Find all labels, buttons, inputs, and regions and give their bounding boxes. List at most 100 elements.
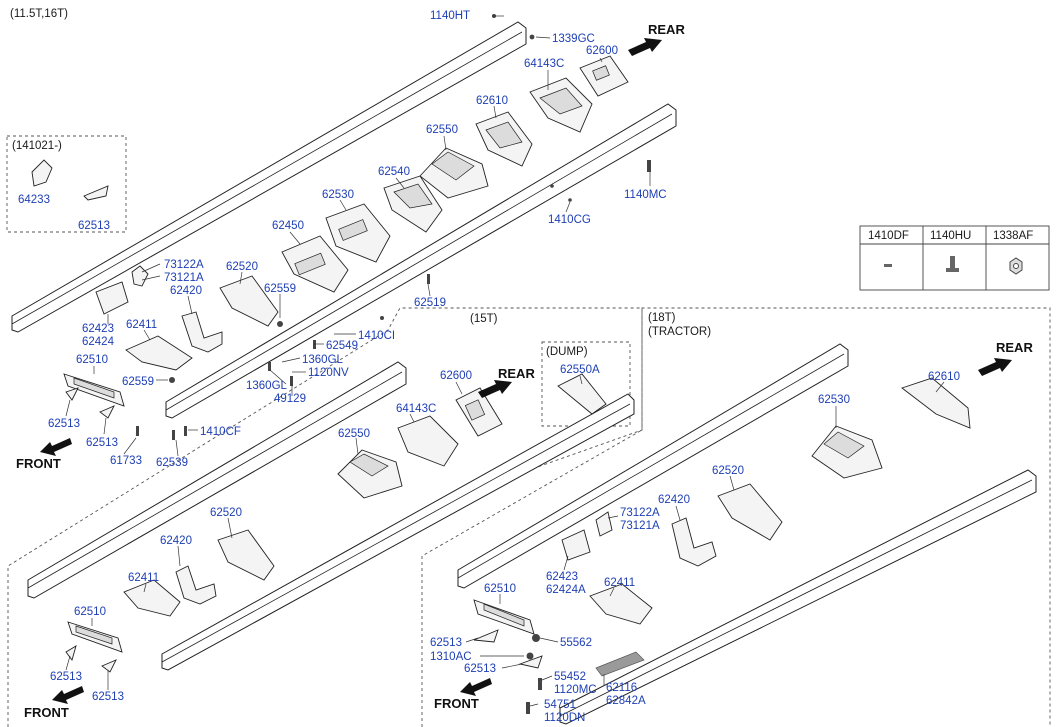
part-label[interactable]: 73122A bbox=[164, 259, 204, 271]
part-label[interactable]: 62520 bbox=[210, 507, 242, 519]
part-label[interactable]: 1360GL bbox=[246, 380, 288, 392]
section-title-15t: (15T) bbox=[470, 313, 498, 325]
part-label[interactable]: 62424 bbox=[82, 336, 115, 348]
part-62420-18t bbox=[671, 517, 717, 567]
part-label[interactable]: 62510 bbox=[76, 354, 108, 366]
part-label[interactable]: 62424A bbox=[546, 584, 586, 596]
part-label[interactable]: 62559 bbox=[264, 283, 296, 295]
part-label[interactable]: 62610 bbox=[476, 95, 508, 107]
part-label[interactable]: 1140HT bbox=[430, 10, 470, 22]
part-label[interactable]: 55562 bbox=[560, 637, 592, 649]
part-64143C bbox=[529, 77, 593, 133]
part-label[interactable]: 1410CF bbox=[200, 426, 241, 438]
part-label[interactable]: 62600 bbox=[440, 370, 472, 382]
part-label[interactable]: 62539 bbox=[156, 457, 188, 469]
part-label[interactable]: 73122A bbox=[620, 507, 660, 519]
part-73122A bbox=[131, 265, 149, 287]
part-label[interactable]: 62550 bbox=[338, 428, 370, 440]
part-label[interactable]: 1410CG bbox=[548, 214, 591, 226]
part-label[interactable]: 62510 bbox=[74, 606, 106, 618]
part-label[interactable]: 1339GC bbox=[552, 33, 595, 45]
part-label[interactable]: 1120DN bbox=[544, 712, 585, 724]
part-label[interactable]: 1410CI bbox=[358, 330, 395, 342]
part-label[interactable]: 1310AC bbox=[430, 651, 472, 663]
part-label[interactable]: 62842A bbox=[606, 695, 646, 707]
part-label[interactable]: 62411 bbox=[604, 577, 635, 589]
rear-arrow-icon-15t bbox=[478, 380, 512, 398]
part-label[interactable]: 62510 bbox=[484, 583, 516, 595]
rear-arrow-icon bbox=[628, 38, 662, 56]
part-label[interactable]: 62420 bbox=[160, 535, 192, 547]
legend-header-1: 1410DF bbox=[868, 230, 909, 242]
part-label[interactable]: 61733 bbox=[110, 455, 142, 467]
part-label[interactable]: 62513 bbox=[78, 220, 110, 232]
part-label[interactable]: 62423 bbox=[546, 571, 578, 583]
part-label[interactable]: 62550 bbox=[426, 124, 458, 136]
part-label[interactable]: 62549 bbox=[326, 340, 358, 352]
part-label[interactable]: 1120MC bbox=[554, 684, 597, 696]
part-label[interactable]: 64143C bbox=[524, 58, 564, 70]
front-arrow-icon-15t bbox=[52, 686, 84, 704]
part-label[interactable]: 73121A bbox=[620, 520, 660, 532]
section-title-date: (141021-) bbox=[12, 140, 62, 152]
part-label[interactable]: 55452 bbox=[554, 671, 586, 683]
part-label[interactable]: 62116 bbox=[606, 682, 637, 694]
part-label[interactable]: 64143C bbox=[396, 403, 436, 415]
part-62423 bbox=[95, 281, 129, 315]
part-label[interactable]: 62559 bbox=[122, 376, 154, 388]
fastener-legend bbox=[859, 225, 1050, 291]
part-62610-18t bbox=[901, 377, 971, 429]
part-62513-15t bbox=[65, 645, 117, 673]
part-label[interactable]: 62513 bbox=[50, 671, 82, 683]
part-label[interactable]: 62513 bbox=[86, 437, 118, 449]
part-62520-15t bbox=[217, 529, 275, 581]
part-label[interactable]: 62540 bbox=[378, 166, 410, 178]
rear-arrow-icon-18t bbox=[978, 358, 1012, 376]
part-label[interactable]: 62610 bbox=[928, 371, 960, 383]
part-label[interactable]: 62513 bbox=[430, 637, 462, 649]
part-label[interactable]: 1140MC bbox=[624, 189, 667, 201]
part-label[interactable]: 49129 bbox=[274, 393, 306, 405]
part-label[interactable]: 62513 bbox=[464, 663, 496, 675]
rail-15t-upper bbox=[27, 361, 407, 599]
part-label[interactable]: 62520 bbox=[226, 261, 258, 273]
section-title-tractor: (TRACTOR) bbox=[648, 326, 711, 338]
part-62513-box bbox=[83, 185, 109, 201]
part-62520-18t bbox=[717, 483, 783, 541]
part-label[interactable]: 54751 bbox=[544, 699, 576, 711]
rear-label: REAR bbox=[648, 22, 685, 37]
rail-18t-upper bbox=[457, 343, 849, 589]
part-73122A-18t bbox=[595, 511, 613, 537]
flange-bolt-icon bbox=[946, 256, 959, 272]
part-label[interactable]: 73121A bbox=[164, 272, 204, 284]
part-label[interactable]: 62420 bbox=[170, 285, 202, 297]
part-62530 bbox=[325, 203, 391, 263]
front-arrow-icon-18t bbox=[460, 678, 492, 696]
part-label[interactable]: 62411 bbox=[128, 572, 159, 584]
part-62411-15t bbox=[123, 579, 181, 617]
part-label[interactable]: 1120NV bbox=[308, 367, 349, 379]
part-62420-15t bbox=[175, 565, 217, 605]
rear-label-15t: REAR bbox=[498, 366, 535, 381]
section-title-dump: (DUMP) bbox=[546, 346, 588, 358]
part-label[interactable]: 62530 bbox=[322, 189, 354, 201]
part-label[interactable]: 62450 bbox=[272, 220, 304, 232]
part-label[interactable]: 1360GL bbox=[302, 354, 344, 366]
part-62420 bbox=[181, 311, 223, 353]
part-label[interactable]: 62519 bbox=[414, 297, 446, 309]
part-label[interactable]: 64233 bbox=[18, 194, 50, 206]
part-label[interactable]: 62513 bbox=[92, 691, 124, 703]
part-label[interactable]: 62411 bbox=[126, 319, 157, 331]
part-label[interactable]: 62600 bbox=[586, 45, 618, 57]
part-label[interactable]: 62513 bbox=[48, 418, 80, 430]
part-62600-15t bbox=[455, 387, 503, 437]
part-label[interactable]: 62530 bbox=[818, 394, 850, 406]
part-label[interactable]: 62550A bbox=[560, 364, 600, 376]
part-62513-18t bbox=[473, 629, 543, 669]
part-62116-bracket bbox=[595, 651, 645, 677]
part-label[interactable]: 62520 bbox=[712, 465, 744, 477]
part-label[interactable]: 62423 bbox=[82, 323, 114, 335]
section-title-main: (11.5T,16T) bbox=[10, 8, 68, 20]
part-64143C-15t bbox=[397, 415, 459, 467]
part-label[interactable]: 62420 bbox=[658, 494, 690, 506]
